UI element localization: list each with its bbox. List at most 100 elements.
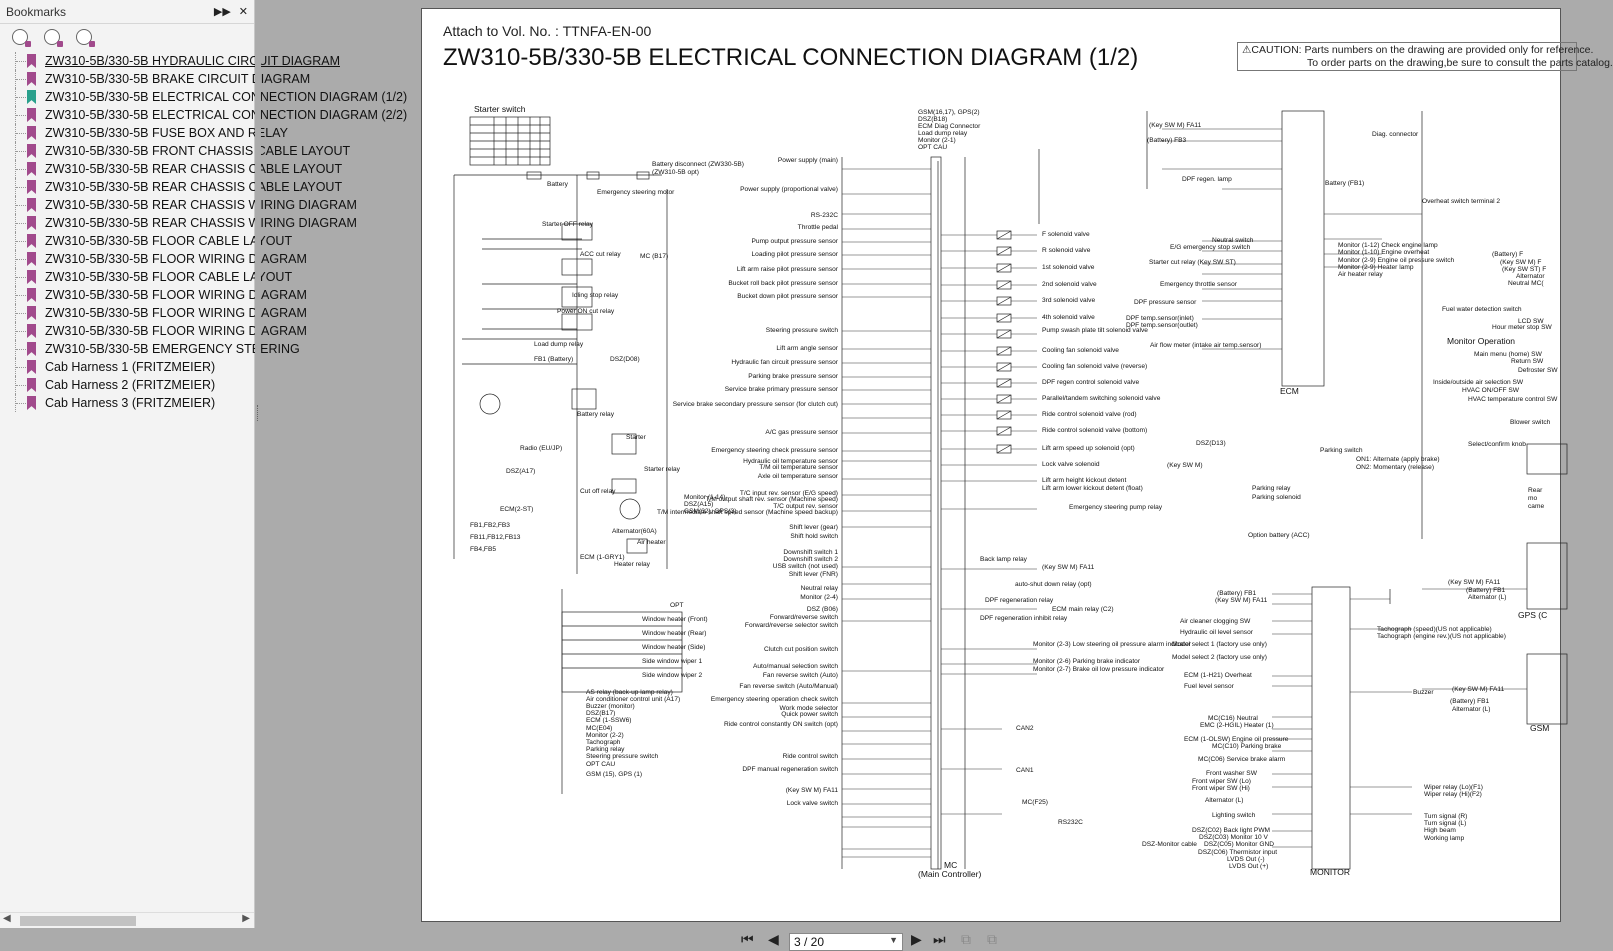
bookmark-icon bbox=[27, 216, 36, 230]
bookmark-icon bbox=[27, 396, 36, 410]
tree-connector bbox=[15, 268, 27, 286]
bookmark-item[interactable]: ZW310-5B/330-5B FRONT CHASSIS CABLE LAYO… bbox=[0, 142, 350, 160]
bookmark-item[interactable]: ZW310-5B/330-5B REAR CHASSIS CABLE LAYOU… bbox=[0, 178, 342, 196]
bookmark-icon bbox=[27, 378, 36, 392]
bookmarks-title: Bookmarks bbox=[6, 4, 67, 19]
mc-output-label: Lift arm lower kickout detent (float) bbox=[1042, 485, 1143, 492]
bookmark-label: ZW310-5B/330-5B HYDRAULIC CIRCUIT DIAGRA… bbox=[45, 54, 340, 68]
bookmark-item[interactable]: Cab Harness 1 (FRITZMEIER) bbox=[0, 358, 254, 376]
mc-output-label: 3rd solenoid valve bbox=[1042, 297, 1096, 304]
bookmark-item[interactable]: ZW310-5B/330-5B FLOOR WIRING DIAGRAM bbox=[0, 304, 307, 322]
add-bookmark-icon[interactable] bbox=[44, 29, 63, 47]
bookmark-item[interactable]: ZW310-5B/330-5B EMERGENCY STEERING bbox=[0, 340, 300, 358]
monitor-label: Hydraulic oil level sensor bbox=[1180, 629, 1253, 636]
diagram-label: DSZ(D08) bbox=[610, 356, 640, 363]
attach-note: Attach to Vol. No. : TTNFA-EN-00 bbox=[443, 23, 652, 39]
monitor-label: DSZ-Monitor cable bbox=[1142, 841, 1197, 848]
right-edge-label: Blower switch bbox=[1510, 419, 1551, 426]
mc-output-label: (Main Controller) bbox=[918, 869, 982, 879]
bookmark-item[interactable]: ZW310-5B/330-5B ELECTRICAL CONNECTION DI… bbox=[0, 106, 407, 124]
bookmark-label: ZW310-5B/330-5B ELECTRICAL CONNECTION DI… bbox=[45, 90, 408, 104]
right-edge-label: GPS (C bbox=[1518, 610, 1548, 620]
mc-input-label: Emergency steering operation check switc… bbox=[710, 696, 838, 703]
monitor-label: (Battery) FB1 bbox=[1217, 590, 1257, 597]
solenoid-coil-diagonal bbox=[996, 410, 1012, 420]
diagram-label: Tachograph bbox=[586, 739, 621, 746]
chevron-down-icon[interactable]: ▼ bbox=[889, 935, 898, 945]
panel-splitter[interactable] bbox=[255, 0, 261, 951]
mc-input-label: T/C input rev. sensor (E/G speed) bbox=[739, 490, 838, 497]
mc-input-label: T/M output shaft rev. sensor (Machine sp… bbox=[705, 496, 838, 503]
mc-input-label: Work mode selector bbox=[779, 705, 838, 712]
bookmark-item[interactable]: ZW310-5B/330-5B REAR CHASSIS WIRING DIAG… bbox=[0, 214, 357, 232]
tree-connector bbox=[15, 52, 27, 70]
mc-output-label: 1st solenoid valve bbox=[1042, 264, 1095, 271]
ecm-label: Parking solenoid bbox=[1252, 494, 1301, 501]
solenoid-coil-diagonal bbox=[996, 230, 1012, 240]
ecm-label: Starter cut relay (Key SW ST) bbox=[1149, 259, 1236, 266]
scroll-left-icon[interactable]: ◀ bbox=[3, 913, 11, 924]
bookmark-icon bbox=[27, 72, 36, 86]
alternator-symbol bbox=[479, 393, 501, 415]
bookmark-item[interactable]: ZW310-5B/330-5B FLOOR WIRING DIAGRAM bbox=[0, 322, 307, 340]
bookmark-label: ZW310-5B/330-5B FLOOR WIRING DIAGRAM bbox=[45, 252, 307, 266]
find-bookmark-icon[interactable] bbox=[76, 29, 95, 47]
close-panel-icon[interactable]: ✕ bbox=[238, 6, 248, 18]
scroll-right-icon[interactable]: ▶ bbox=[242, 913, 250, 924]
monitor-box bbox=[1311, 586, 1351, 870]
bookmark-item[interactable]: ZW310-5B/330-5B FLOOR CABLE LAYOUT bbox=[0, 268, 292, 286]
bookmark-icon bbox=[27, 90, 36, 104]
solenoid-coil-diagonal bbox=[996, 280, 1012, 290]
bookmark-item[interactable]: ZW310-5B/330-5B FLOOR WIRING DIAGRAM bbox=[0, 286, 307, 304]
right-edge-label: Hour meter stop SW bbox=[1492, 324, 1552, 331]
first-page-icon[interactable]: ⏮ bbox=[741, 931, 754, 947]
scroll-thumb[interactable] bbox=[20, 916, 136, 926]
prev-page-icon[interactable]: ◀ bbox=[768, 931, 779, 947]
bookmark-item[interactable]: ZW310-5B/330-5B HYDRAULIC CIRCUIT DIAGRA… bbox=[0, 52, 340, 70]
mc-output-label: MC(F25) bbox=[1022, 799, 1049, 806]
right-edge-label: Select/confirm knob bbox=[1468, 441, 1526, 448]
mc-output-label: Pump swash plate tilt solenoid valve bbox=[1042, 327, 1148, 334]
bookmark-item[interactable]: ZW310-5B/330-5B ELECTRICAL CONNECTION DI… bbox=[0, 88, 408, 106]
remove-bookmark-icon[interactable] bbox=[12, 29, 31, 47]
bookmark-item[interactable]: ZW310-5B/330-5B FLOOR WIRING DIAGRAM bbox=[0, 250, 307, 268]
page-number-field[interactable]: 3 / 20 ▼ bbox=[789, 933, 903, 951]
diagram-label: DSZ(B17) bbox=[586, 710, 616, 717]
right-edge-label: Alternator (L) bbox=[1468, 594, 1507, 601]
tree-connector bbox=[15, 358, 27, 376]
mc-input-label: Hydraulic oil temperature sensor bbox=[743, 458, 838, 465]
wiring-diagram bbox=[453, 110, 1568, 870]
next-page-icon[interactable]: ▶ bbox=[911, 931, 922, 947]
monitor-label: Model select 2 (factory use only) bbox=[1172, 654, 1267, 661]
mc-input-label: RS-232C bbox=[810, 212, 838, 219]
right-edge-label: LCD SW bbox=[1518, 318, 1544, 325]
diagram-label: Buzzer (monitor) bbox=[586, 703, 635, 710]
mc-input-label: Downshift switch 2 bbox=[783, 556, 838, 563]
ecm-label: (Key SW M) bbox=[1167, 462, 1203, 469]
bookmark-item[interactable]: ZW310-5B/330-5B BRAKE CIRCUIT DIAGRAM bbox=[0, 70, 310, 88]
fit-page-icon[interactable]: ⧉ bbox=[961, 931, 971, 947]
splitter-grip-icon[interactable] bbox=[257, 405, 259, 421]
bookmark-item[interactable]: ZW310-5B/330-5B REAR CHASSIS WIRING DIAG… bbox=[0, 196, 357, 214]
bookmark-item[interactable]: ZW310-5B/330-5B REAR CHASSIS CABLE LAYOU… bbox=[0, 160, 342, 178]
bookmark-item[interactable]: Cab Harness 2 (FRITZMEIER) bbox=[0, 376, 254, 394]
fit-width-icon[interactable]: ⧉ bbox=[987, 931, 997, 947]
bookmark-label: ZW310-5B/330-5B EMERGENCY STEERING bbox=[45, 342, 300, 356]
ecm-label: DPF regen. lamp bbox=[1182, 176, 1232, 183]
bookmark-item[interactable]: Cab Harness 3 (FRITZMEIER) bbox=[0, 394, 254, 412]
mc-output-label: DPF regeneration relay bbox=[985, 597, 1054, 604]
bookmark-label: ZW310-5B/330-5B FLOOR WIRING DIAGRAM bbox=[45, 306, 307, 320]
bookmark-item[interactable]: ZW310-5B/330-5B FLOOR CABLE LAYOUT bbox=[0, 232, 292, 250]
mc-output-label: Cooling fan solenoid valve (reverse) bbox=[1042, 363, 1148, 370]
bookmark-hscrollbar[interactable]: ◀ ▶ bbox=[0, 912, 254, 928]
ecm-label: Air heater relay bbox=[1338, 271, 1383, 278]
last-page-icon[interactable]: ⏭ bbox=[933, 931, 946, 947]
mc-input-label: USB switch (not used) bbox=[772, 563, 838, 570]
panel-options-icon[interactable]: ▶▶ bbox=[213, 6, 231, 18]
monitor-label: MC(C06) Service brake alarm bbox=[1198, 756, 1286, 763]
bookmark-icon bbox=[27, 180, 36, 194]
caution-line-1: ⚠CAUTION: Parts numbers on the drawing a… bbox=[1242, 44, 1594, 56]
mc-output-label: DPF regen control solenoid valve bbox=[1042, 379, 1140, 386]
diagram-label: Side window wiper 1 bbox=[642, 658, 703, 665]
bookmark-item[interactable]: ZW310-5B/330-5B FUSE BOX AND RELAY bbox=[0, 124, 288, 142]
